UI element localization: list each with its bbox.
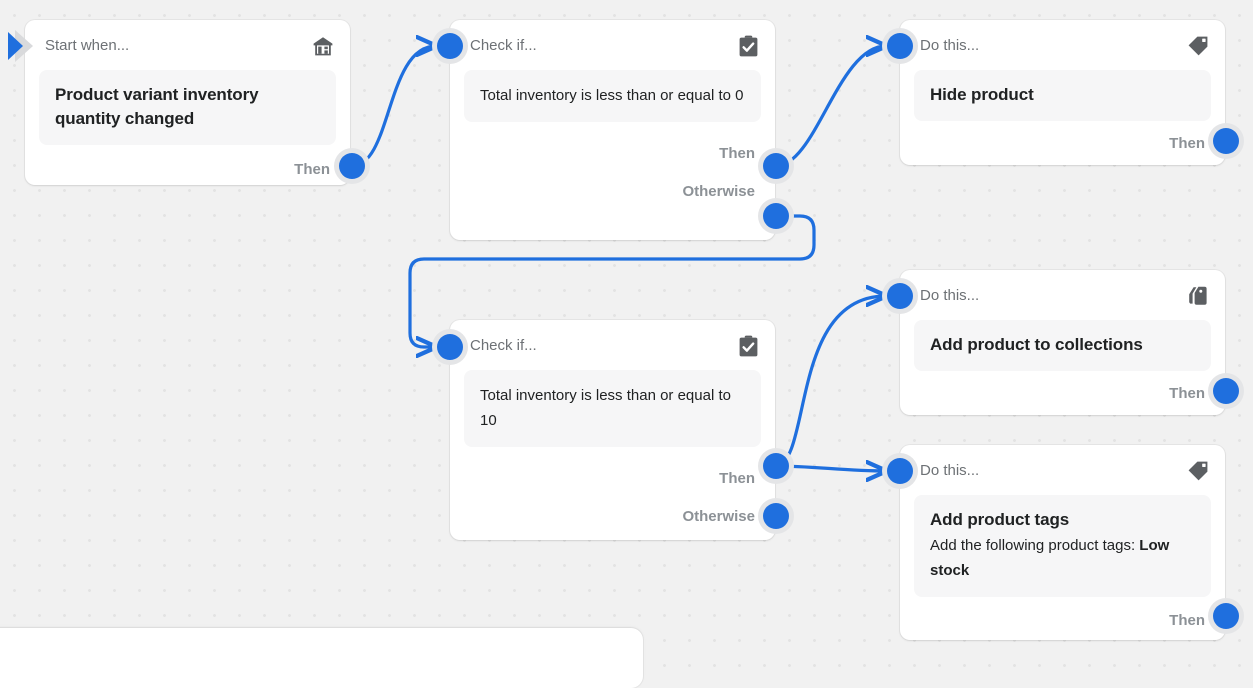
clipboard-check-icon	[737, 335, 759, 357]
start-play-icon	[8, 27, 42, 65]
condition2-body[interactable]: Total inventory is less than or equal to…	[464, 370, 761, 447]
node-action-add-tags[interactable]: Do this... Add product tags Add the foll…	[900, 445, 1225, 640]
hide-product-input-port[interactable]	[882, 28, 918, 64]
trigger-header-title: Start when...	[45, 37, 130, 54]
condition2-text: Total inventory is less than or equal to…	[480, 387, 731, 429]
condition2-then-port[interactable]	[758, 448, 794, 484]
add-collections-header-title: Do this...	[920, 287, 980, 304]
condition2-then-row: Then	[450, 447, 775, 495]
node-action-hide-product[interactable]: Do this... Hide product Then	[900, 20, 1225, 165]
condition1-then-label: Then	[719, 145, 755, 162]
trigger-header: Start when...	[25, 20, 350, 68]
add-tags-then-port[interactable]	[1208, 598, 1244, 634]
condition2-otherwise-port[interactable]	[758, 498, 794, 534]
condition1-text: Total inventory is less than or equal to…	[480, 87, 744, 104]
condition1-header-title: Check if...	[470, 37, 537, 54]
add-collections-input-port[interactable]	[882, 278, 918, 314]
condition1-otherwise-label: Otherwise	[682, 183, 755, 200]
hide-product-header: Do this...	[900, 20, 1225, 68]
add-collections-header: Do this...	[900, 270, 1225, 318]
edge-condition2-then-to-collections	[774, 296, 886, 468]
add-collections-then-row: Then	[900, 371, 1225, 416]
trigger-title: Product variant inventory quantity chang…	[55, 85, 259, 128]
add-tags-description-prefix: Add the following product tags:	[930, 537, 1140, 554]
add-tags-header: Do this...	[900, 445, 1225, 493]
add-tags-description: Add the following product tags: Low stoc…	[930, 533, 1195, 583]
node-action-add-collections[interactable]: Do this... Add product to collections Th…	[900, 270, 1225, 415]
condition2-then-label: Then	[719, 470, 755, 487]
add-tags-title: Add product tags	[930, 510, 1070, 529]
trigger-then-row: Then	[25, 145, 350, 195]
warehouse-icon	[312, 35, 334, 57]
add-tags-header-title: Do this...	[920, 462, 980, 479]
condition1-header: Check if...	[450, 20, 775, 68]
condition2-input-port[interactable]	[432, 329, 468, 365]
trigger-then-label: Then	[294, 161, 330, 178]
condition2-otherwise-label: Otherwise	[682, 508, 755, 525]
condition2-header-title: Check if...	[470, 337, 537, 354]
condition1-body[interactable]: Total inventory is less than or equal to…	[464, 70, 761, 122]
tag-icon	[1187, 35, 1209, 57]
add-tags-description-value: Low stock	[930, 537, 1170, 579]
add-tags-input-port[interactable]	[882, 453, 918, 489]
hide-product-then-row: Then	[900, 121, 1225, 166]
bottom-panel[interactable]	[0, 628, 643, 688]
add-collections-then-port[interactable]	[1208, 373, 1244, 409]
hide-product-then-port[interactable]	[1208, 123, 1244, 159]
add-tags-body[interactable]: Add product tags Add the following produ…	[914, 495, 1211, 597]
hide-product-then-label: Then	[1169, 134, 1205, 152]
add-collections-then-label: Then	[1169, 384, 1205, 402]
condition1-then-port[interactable]	[758, 148, 794, 184]
add-tags-then-label: Then	[1169, 612, 1205, 629]
clipboard-check-icon	[737, 35, 759, 57]
condition1-otherwise-port[interactable]	[758, 198, 794, 234]
condition1-otherwise-row: Otherwise	[450, 170, 775, 214]
trigger-body[interactable]: Product variant inventory quantity chang…	[39, 70, 336, 145]
condition2-otherwise-row: Otherwise	[450, 495, 775, 539]
edge-trigger-to-condition1	[350, 46, 436, 168]
add-collections-body[interactable]: Add product to collections	[914, 320, 1211, 371]
trigger-then-port[interactable]	[334, 148, 370, 184]
add-tags-then-row: Then	[900, 597, 1225, 645]
condition1-then-row: Then	[450, 122, 775, 170]
node-trigger[interactable]: Start when... Product variant inventory …	[25, 20, 350, 185]
hide-product-body[interactable]: Hide product	[914, 70, 1211, 121]
node-condition-1[interactable]: Check if... Total inventory is less than…	[450, 20, 775, 240]
edge-condition1-then-to-hide-product	[774, 46, 886, 168]
condition2-header: Check if...	[450, 320, 775, 368]
tag-icon	[1187, 460, 1209, 482]
add-collections-title: Add product to collections	[930, 335, 1143, 354]
collections-icon	[1187, 285, 1209, 307]
node-condition-2[interactable]: Check if... Total inventory is less than…	[450, 320, 775, 540]
hide-product-title: Hide product	[930, 85, 1034, 104]
condition1-input-port[interactable]	[432, 28, 468, 64]
hide-product-header-title: Do this...	[920, 37, 980, 54]
